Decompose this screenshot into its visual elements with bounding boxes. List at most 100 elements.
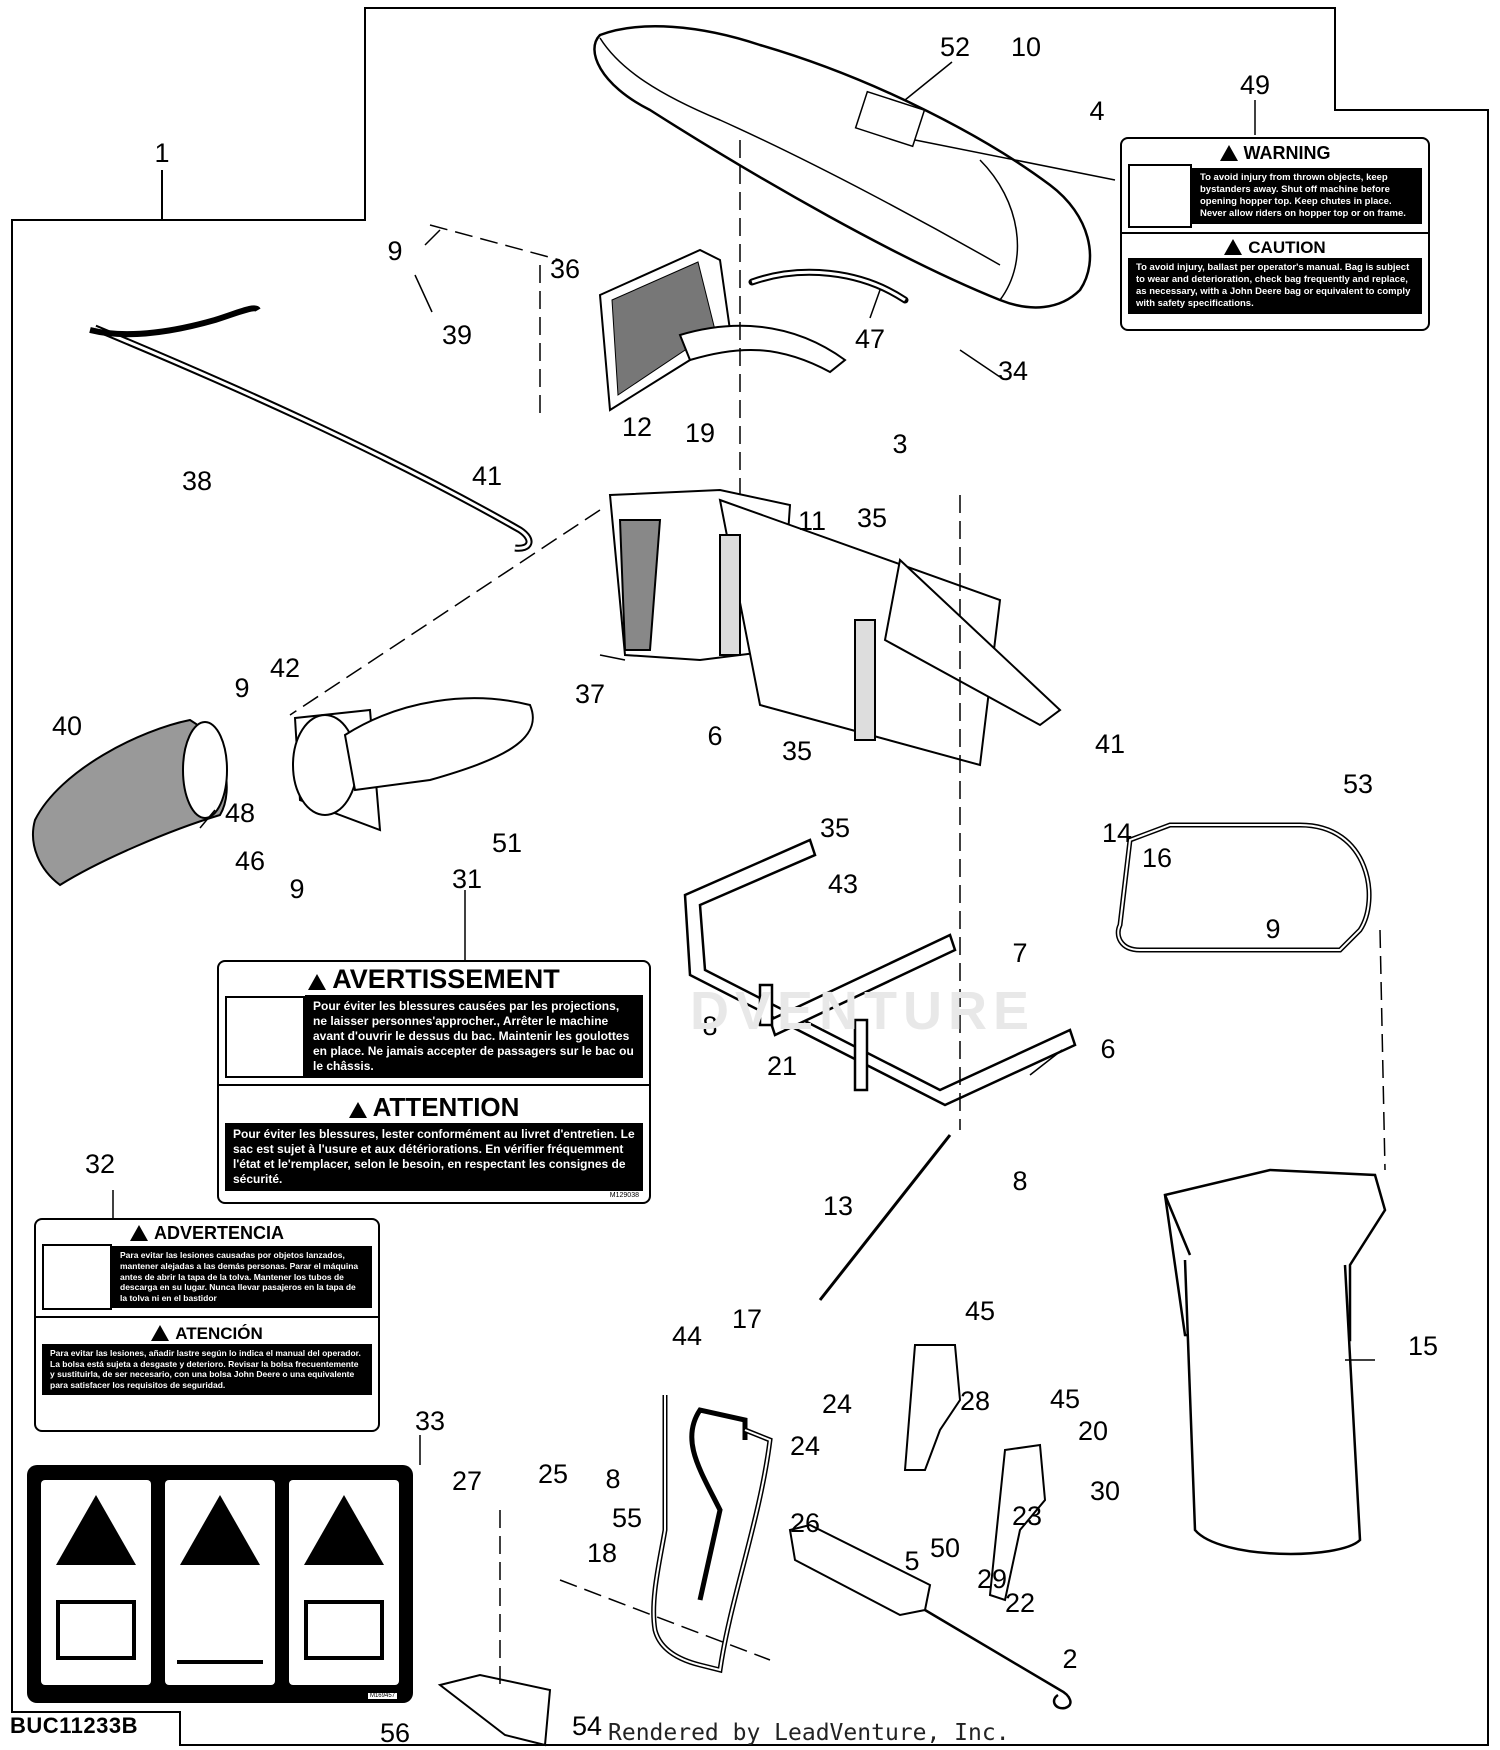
callout-7: 7	[1012, 938, 1027, 968]
warning-heading: AVERTISSEMENT	[332, 964, 560, 994]
assembly-outline	[11, 7, 1489, 1746]
render-credit: Rendered by LeadVenture, Inc.	[608, 1720, 1010, 1746]
callout-53: 53	[1343, 769, 1373, 799]
caution-triangle-icon	[1224, 239, 1243, 255]
decal-32-spanish: ADVERTENCIA Para evitar las lesiones cau…	[34, 1218, 380, 1432]
callout-38: 38	[182, 466, 212, 496]
callout-52: 52	[940, 32, 970, 62]
lock-pin	[924, 1608, 1072, 1710]
callout-41: 41	[472, 461, 502, 491]
hopper-top	[593, 25, 1092, 309]
callout-9c: 9	[289, 874, 304, 904]
caution-text: Pour éviter les blessures, lester confor…	[225, 1123, 643, 1191]
callout-18: 18	[587, 1538, 617, 1568]
callout-47: 47	[855, 324, 885, 354]
callout-33: 33	[415, 1406, 445, 1436]
link-rod	[818, 1134, 952, 1301]
callout-50: 50	[930, 1533, 960, 1563]
callout-45b: 45	[1050, 1384, 1080, 1414]
rod	[93, 324, 533, 552]
pictogram-read-manual	[41, 1480, 151, 1685]
chute	[292, 697, 534, 832]
mount-frame	[683, 838, 1077, 1107]
callout-46: 46	[235, 846, 265, 876]
callout-54: 54	[572, 1711, 602, 1741]
callout-37: 37	[575, 679, 605, 709]
callout-9: 9	[387, 236, 402, 266]
callout-6: 6	[707, 721, 722, 751]
mount-plate-2	[988, 1443, 1047, 1602]
hopper-screen	[598, 248, 847, 412]
callout-13: 13	[823, 1191, 853, 1221]
warning-triangle-icon	[129, 1225, 148, 1241]
assembly-lines	[289, 140, 1386, 1690]
pictogram-keep-away	[165, 1480, 275, 1685]
callout-26: 26	[790, 1508, 820, 1538]
warning-heading: WARNING	[1243, 143, 1331, 163]
callout-44: 44	[672, 1321, 702, 1351]
callout-41b: 41	[1095, 729, 1125, 759]
callout-14: 14	[1102, 818, 1132, 848]
callout-1: 1	[154, 138, 169, 168]
callout-17: 17	[732, 1304, 762, 1334]
warning-text: Pour éviter les blessures causées par le…	[305, 995, 643, 1078]
grass-bag	[1163, 1168, 1387, 1556]
callout-8b: 8	[1012, 1166, 1027, 1196]
callout-25: 25	[538, 1459, 568, 1489]
thrown-objects-icon	[180, 1495, 260, 1565]
callout-8: 8	[702, 1011, 717, 1041]
callout-21: 21	[767, 1051, 797, 1081]
callout-9b: 9	[234, 673, 249, 703]
manual-book-icon	[56, 1600, 136, 1660]
callout-56: 56	[380, 1718, 410, 1748]
caution-heading: ATTENTION	[372, 1092, 520, 1122]
callout-29: 29	[977, 1564, 1007, 1594]
callout-39: 39	[442, 320, 472, 350]
thrown-objects-icon	[42, 1244, 112, 1310]
callout-55: 55	[612, 1503, 642, 1533]
bystander-distance-icon	[177, 1610, 263, 1664]
caution-triangle-icon	[151, 1325, 170, 1341]
warning-text: Para evitar las lesiones causadas por ob…	[112, 1246, 372, 1308]
callout-20: 20	[1078, 1416, 1108, 1446]
callout-23: 23	[1012, 1501, 1042, 1531]
leader-lines	[112, 61, 1375, 1465]
thrown-objects-icon	[1128, 164, 1192, 228]
callout-35a: 35	[857, 503, 887, 533]
callout-45: 45	[965, 1296, 995, 1326]
callout-22: 22	[1005, 1588, 1035, 1618]
callout-numbers: 1 52 10 4 49 9 36 39 47 34 38 12 19 41 3…	[52, 32, 1438, 1748]
decal-49-english: WARNING To avoid injury from thrown obje…	[1120, 137, 1430, 331]
decal-33-pictorial: M169457	[27, 1465, 413, 1703]
callout-16: 16	[1142, 843, 1172, 873]
caution-text: To avoid injury, ballast per operator's …	[1128, 258, 1422, 314]
pictogram-slope	[289, 1480, 399, 1685]
diagram-reference-code: BUC11233B	[10, 1713, 139, 1738]
callout-34: 34	[998, 356, 1028, 386]
caution-triangle-icon	[348, 1102, 367, 1118]
warning-triangle-icon	[1219, 145, 1238, 161]
caution-heading: ATENCIÓN	[175, 1324, 263, 1343]
callout-5: 5	[904, 1546, 919, 1576]
callout-2: 2	[1062, 1644, 1077, 1674]
callout-24: 24	[822, 1389, 852, 1419]
base-plate	[437, 1673, 552, 1747]
decal-part-number: M169457	[367, 1693, 397, 1699]
callout-35c: 35	[820, 813, 850, 843]
warning-text: To avoid injury from thrown objects, kee…	[1192, 168, 1422, 224]
callout-32: 32	[85, 1149, 115, 1179]
mount-plate	[903, 1344, 962, 1471]
slope-rollover-icon	[304, 1495, 384, 1565]
decal-31-french: AVERTISSEMENT Pour éviter les blessures …	[217, 960, 651, 1204]
hopper-frame	[608, 488, 1062, 767]
callout-15: 15	[1408, 1331, 1438, 1361]
callout-48: 48	[225, 798, 255, 828]
manual-book-icon	[304, 1600, 384, 1660]
callout-42: 42	[270, 653, 300, 683]
callout-31: 31	[452, 864, 482, 894]
callout-49: 49	[1240, 70, 1270, 100]
callout-10: 10	[1011, 32, 1041, 62]
callout-36: 36	[550, 254, 580, 284]
alert-icon	[56, 1495, 136, 1565]
